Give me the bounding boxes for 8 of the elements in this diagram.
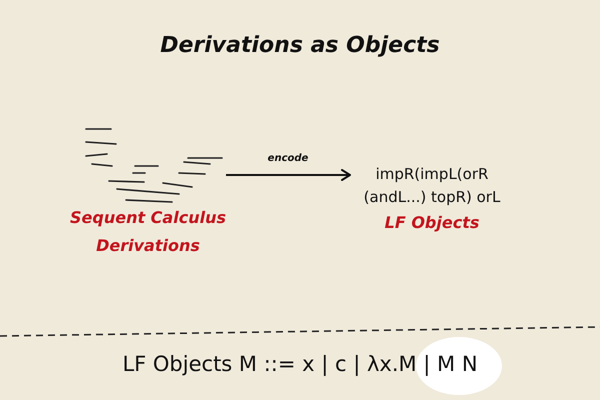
node-caption: Sequent Calculus Derivations xyxy=(69,207,227,257)
edge-label: encode xyxy=(268,153,308,164)
title: Derivations as Objects xyxy=(159,33,441,58)
arrow xyxy=(226,169,351,181)
formula-text: LF Objects M ::= x | c | λx.M | M N xyxy=(122,352,478,376)
derivation-drawing xyxy=(84,126,224,204)
node-caption: LF Objects xyxy=(384,212,480,234)
term-text: impR(impL(orR (andL...) topR) orL xyxy=(352,163,512,209)
